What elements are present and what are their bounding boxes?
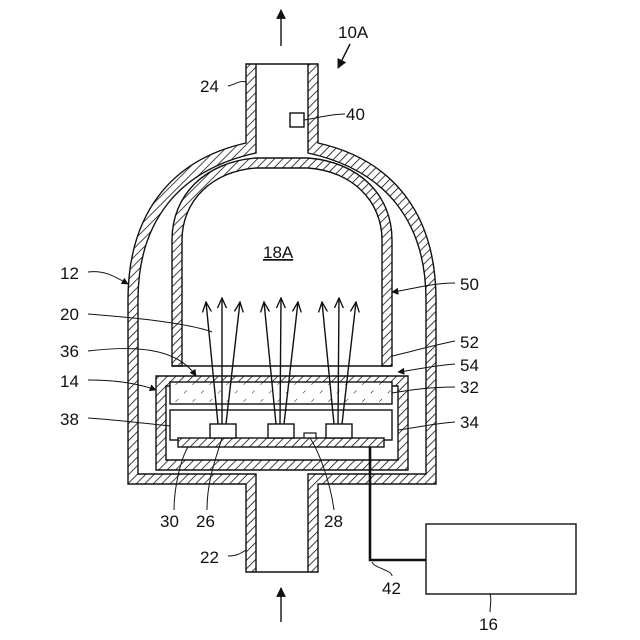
label-24: 24 — [200, 77, 219, 96]
label-14: 14 — [60, 372, 79, 391]
label-30: 30 — [160, 512, 179, 531]
sensor-chip — [304, 433, 316, 438]
label-10a: 10A — [338, 23, 369, 42]
ray — [280, 298, 281, 424]
controller-box — [426, 524, 576, 594]
label-54: 54 — [460, 356, 479, 375]
label-32: 32 — [460, 378, 479, 397]
ray — [226, 302, 240, 424]
ray — [206, 302, 218, 424]
label-34: 34 — [460, 413, 479, 432]
label-36: 36 — [60, 342, 79, 361]
inner-tube-wall — [172, 158, 392, 366]
label-22: 22 — [200, 548, 219, 567]
led-2 — [268, 424, 294, 438]
label-28: 28 — [324, 512, 343, 531]
circuit-board — [178, 438, 384, 447]
label-38: 38 — [60, 410, 79, 429]
sensor-box — [290, 113, 304, 127]
ray — [342, 302, 356, 424]
ray — [322, 302, 334, 424]
ray — [284, 302, 298, 424]
label-52: 52 — [460, 333, 479, 352]
ref-10a-arrow — [338, 44, 350, 68]
label-26: 26 — [196, 512, 215, 531]
ray — [338, 298, 339, 424]
label-12: 12 — [60, 264, 79, 283]
uv-rays — [206, 298, 356, 424]
label-40: 40 — [346, 105, 365, 124]
label-18a: 18A — [263, 243, 294, 262]
label-16: 16 — [479, 615, 498, 634]
led-3 — [326, 424, 352, 438]
label-42: 42 — [382, 579, 401, 598]
ray — [264, 302, 276, 424]
led-1 — [210, 424, 236, 438]
label-20: 20 — [60, 305, 79, 324]
label-50: 50 — [460, 275, 479, 294]
